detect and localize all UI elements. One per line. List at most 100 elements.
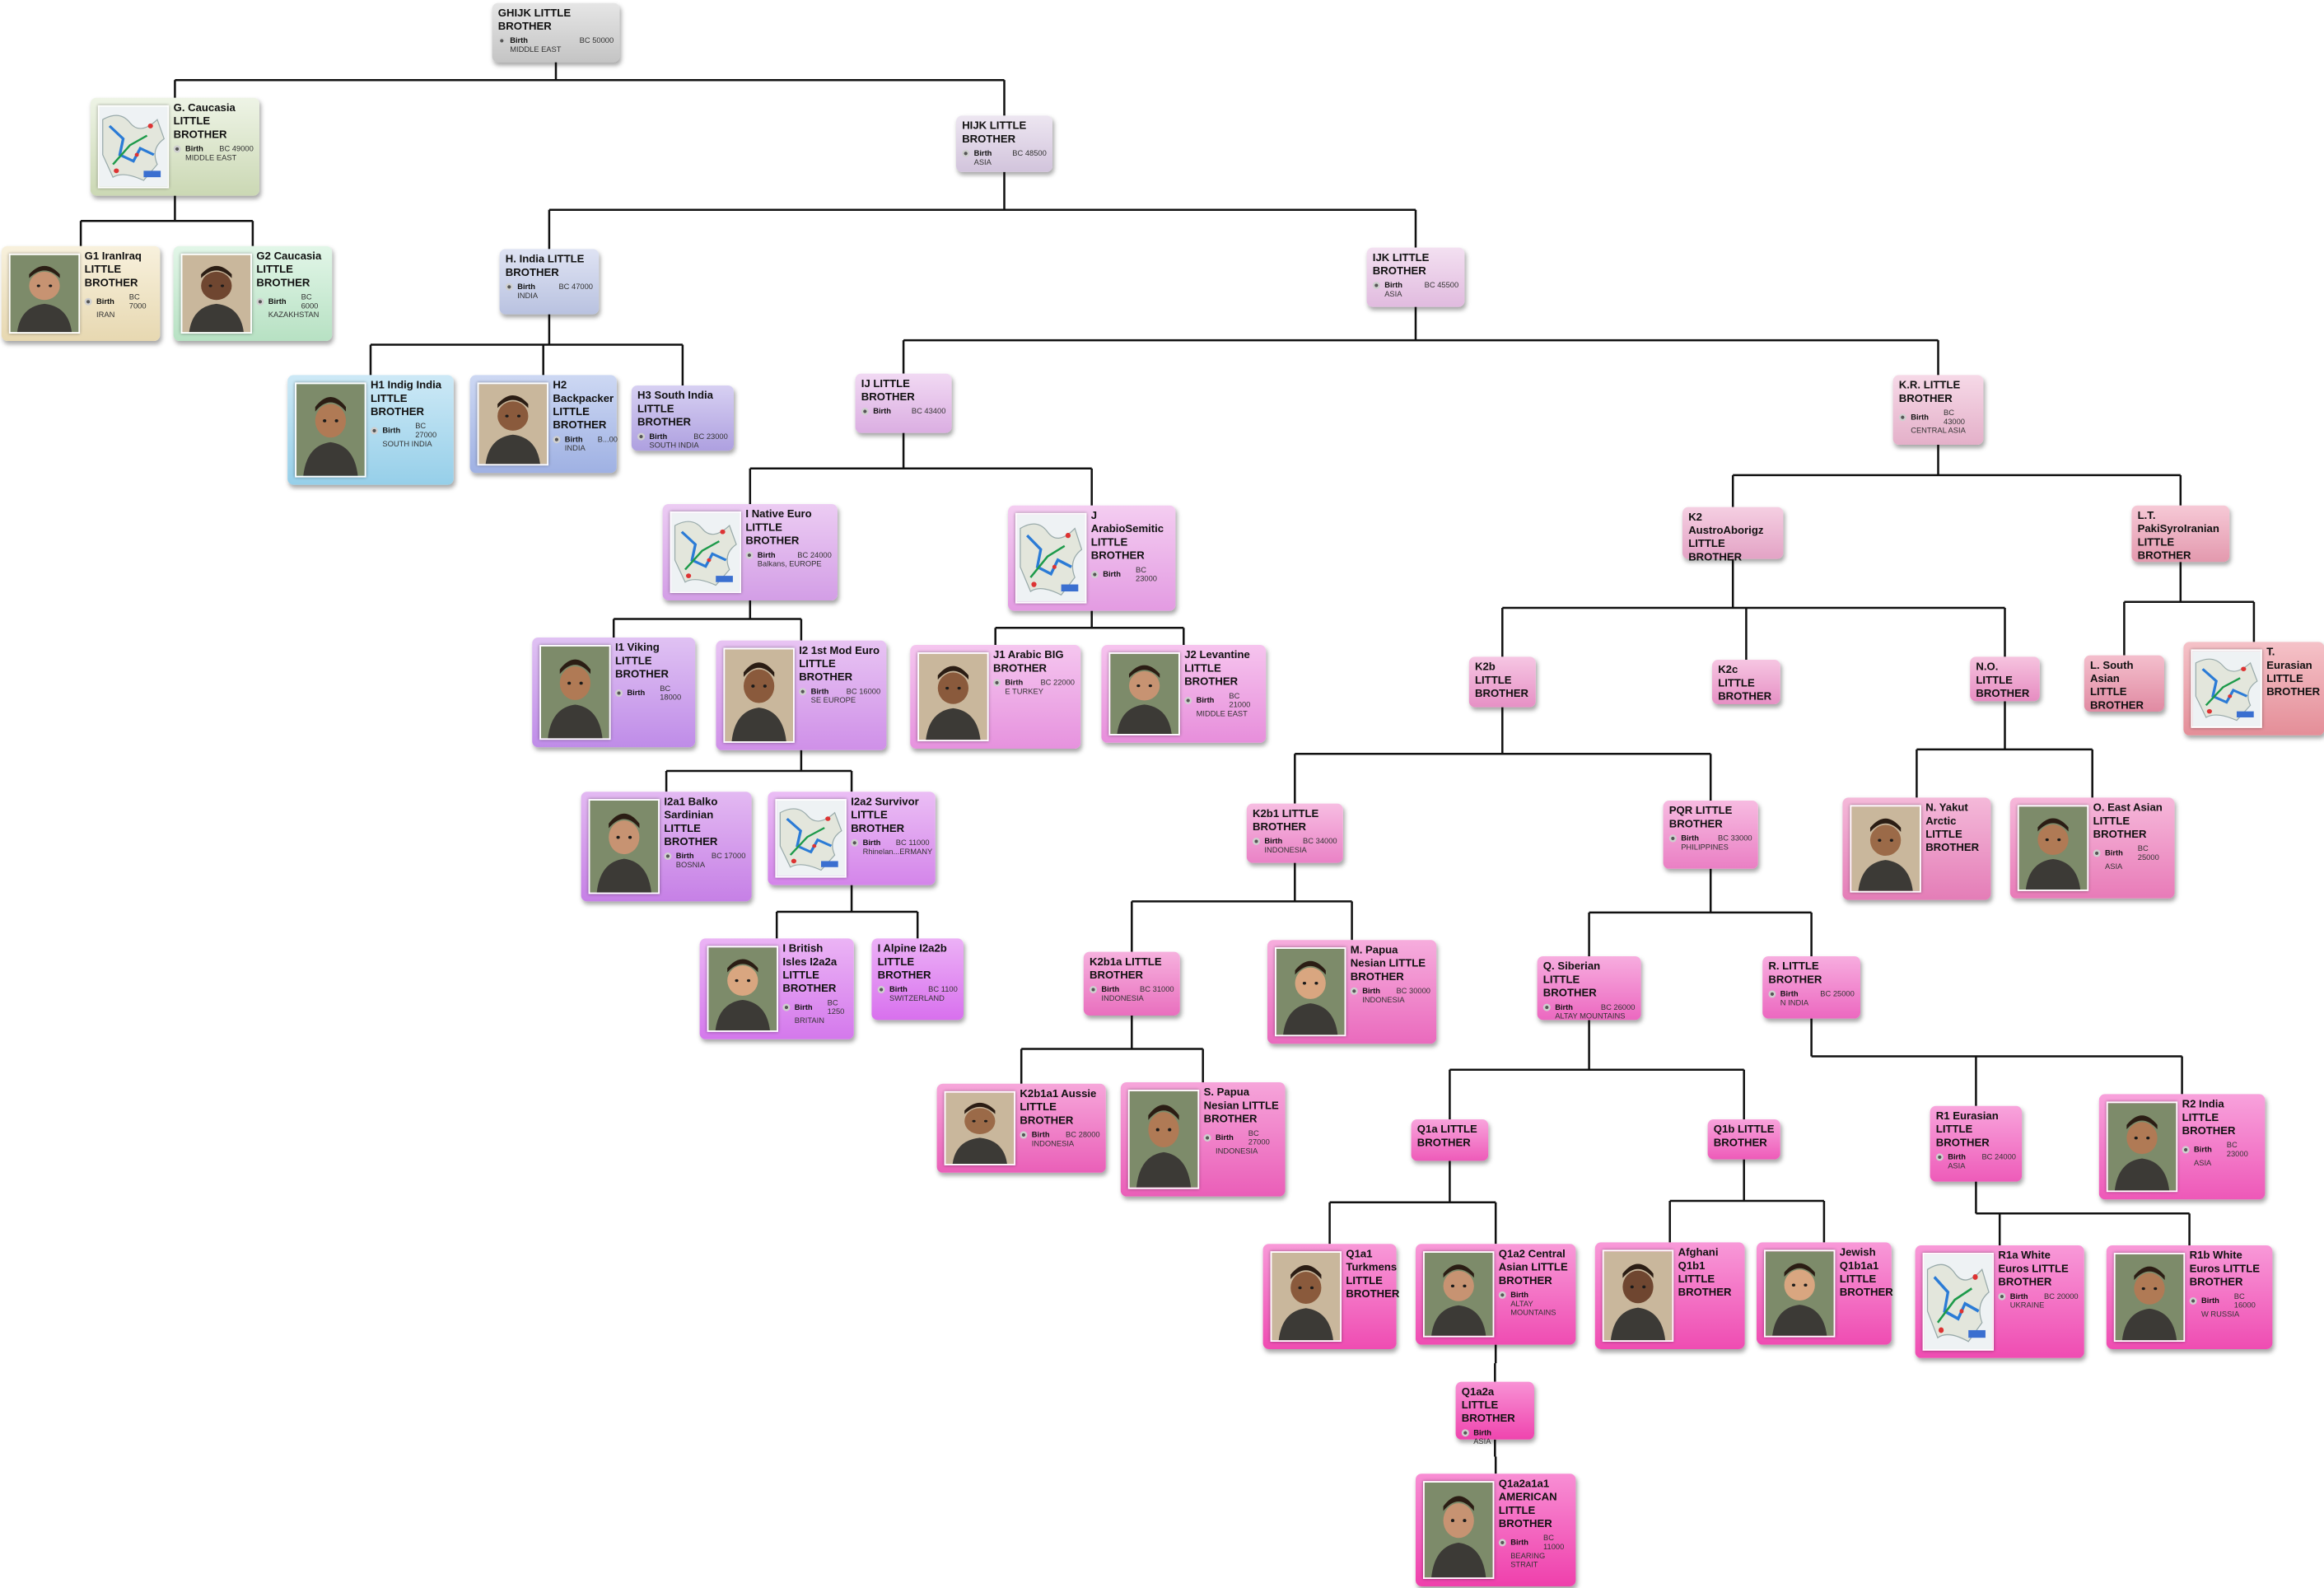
node-q1b[interactable]: Q1b LITTLE BROTHER: [1707, 1119, 1780, 1160]
node-afg[interactable]: Afghani Q1b1 LITTLE BROTHER: [1594, 1242, 1745, 1349]
node-name: K2b LITTLE BROTHER: [1475, 660, 1528, 700]
node-name: R1 Eurasian LITTLE BROTHER: [1935, 1109, 1999, 1149]
birth-label: Birth: [889, 985, 908, 995]
node-name: R1a White Euros LITTLE BROTHER: [1998, 1248, 2069, 1288]
birth-label: Birth: [1264, 837, 1283, 847]
birth-bullet-icon: [615, 689, 623, 698]
node-k2b[interactable]: K2b LITTLE BROTHER: [1468, 656, 1536, 708]
node-name: IJK LITTLE BROTHER: [1372, 250, 1430, 278]
node-body: L. South Asian LITTLE BROTHER: [2090, 658, 2158, 712]
birth-bullet-icon: [1372, 282, 1380, 290]
node-q1a1[interactable]: Q1a1 Turkmens LITTLE BROTHER: [1262, 1244, 1399, 1349]
birth-place: MIDDLE EAST: [510, 45, 562, 55]
portrait-photo: [1602, 1249, 1674, 1342]
birth-bullet-icon: [1542, 1003, 1551, 1011]
node-no[interactable]: N.O. LITTLE BROTHER: [1970, 656, 2040, 702]
birth-date: BC 24000: [1981, 1152, 2016, 1162]
node-q1a[interactable]: Q1a LITTLE BROTHER: [1411, 1119, 1489, 1161]
node-name: Q1a2a LITTLE BROTHER: [1461, 1385, 1515, 1425]
birth-label: Birth: [2194, 1145, 2212, 1155]
node-jew[interactable]: Jewish Q1b1a1 LITTLE BROTHER: [1757, 1242, 1893, 1345]
birth-bullet-icon: [1935, 1153, 1944, 1161]
birth-place: CENTRAL ASIA: [1911, 427, 1966, 436]
birth-date: BC 49000: [219, 144, 254, 154]
node-name: I1 Viking LITTLE BROTHER: [615, 640, 669, 680]
birth-place: ASIA: [973, 158, 992, 168]
node-name: I2a1 Balko Sardinian LITTLE BROTHER: [664, 794, 718, 848]
birth-place: MIDDLE EAST: [1196, 709, 1248, 719]
birth-date: BC 25000: [2137, 844, 2159, 863]
birth-bullet-icon: [1898, 413, 1906, 422]
node-name: GHIJK LITTLE BROTHER: [497, 6, 572, 33]
birth-date: BC 11000: [1542, 1534, 1565, 1552]
birth-bullet-icon: [1090, 571, 1099, 579]
birth-bullet-icon: [851, 839, 859, 848]
node-nyak[interactable]: N. Yakut Arctic LITTLE BROTHER: [1842, 797, 1991, 900]
node-body: N. Yakut Arctic LITTLE BROTHER: [1925, 801, 1985, 855]
node-t[interactable]: T. Eurasian LITTLE BROTHER: [2183, 642, 2324, 736]
node-name: PQR LITTLE BROTHER: [1668, 803, 1733, 830]
node-lt[interactable]: L.T. PakiSyroIranian LITTLE BROTHER: [2131, 505, 2230, 563]
birth-place: KAZAKHSTAN: [268, 311, 320, 320]
node-name: G2 Caucasia LITTLE BROTHER: [256, 249, 322, 289]
node-name: K2c LITTLE BROTHER: [1718, 662, 1772, 703]
node-k2c[interactable]: K2c LITTLE BROTHER: [1712, 660, 1780, 704]
birth-place: Rhinelan...ERMANY: [862, 848, 933, 857]
birth-place: ASIA: [2194, 1159, 2212, 1168]
node-k2[interactable]: K2 AustroAborigz LITTLE BROTHER: [1682, 507, 1784, 563]
node-ls[interactable]: L. South Asian LITTLE BROTHER: [2084, 655, 2164, 712]
